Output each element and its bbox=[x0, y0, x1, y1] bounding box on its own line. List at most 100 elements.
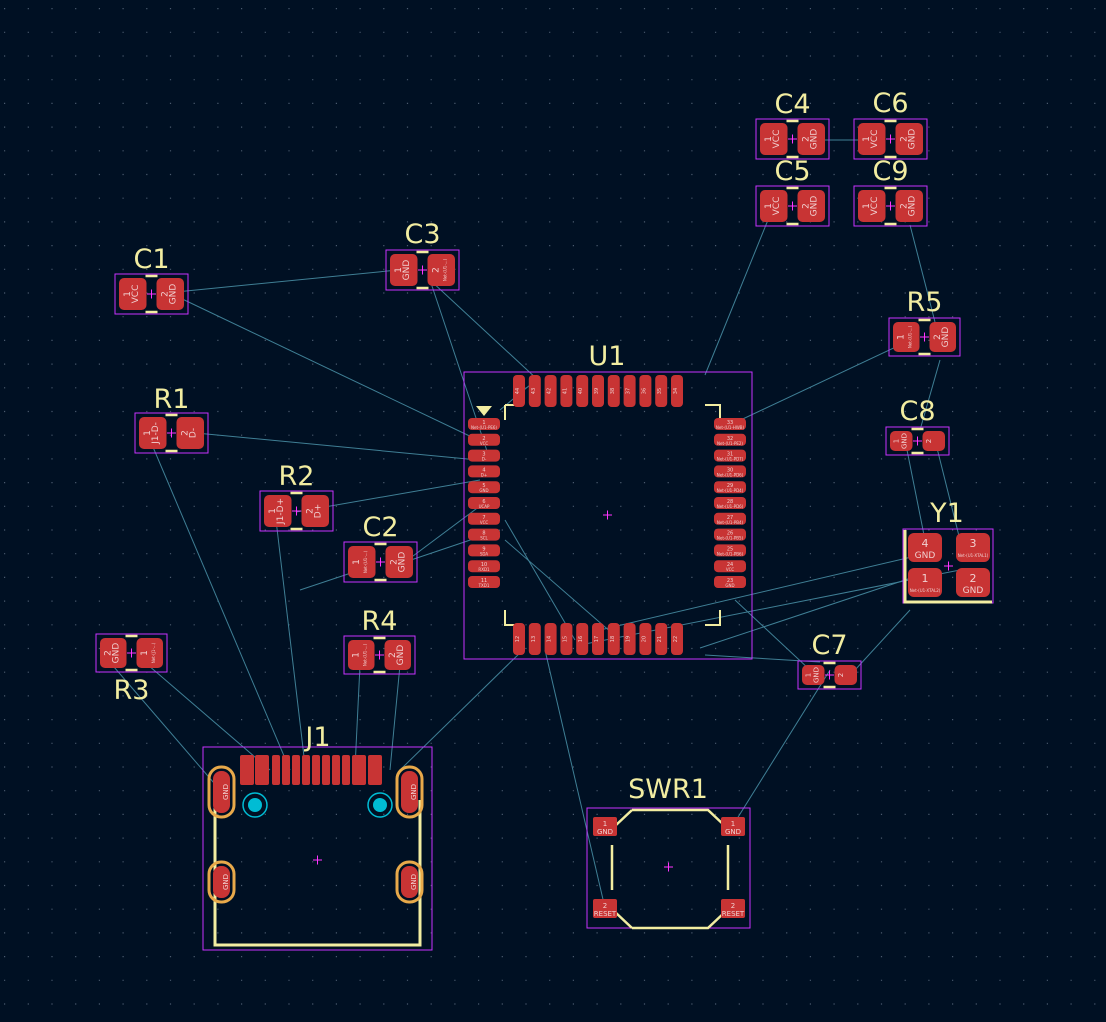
swr1-pad-2[interactable] bbox=[593, 899, 617, 918]
j1-signal-pad[interactable] bbox=[272, 755, 280, 785]
swr1-pad-1[interactable] bbox=[593, 817, 617, 836]
pad-2[interactable] bbox=[301, 495, 330, 527]
j1-shield-pad[interactable] bbox=[395, 765, 424, 819]
u1-pad[interactable] bbox=[544, 375, 557, 407]
u1-pad[interactable] bbox=[639, 375, 652, 407]
u1-pad[interactable] bbox=[544, 623, 557, 655]
u1-pad[interactable] bbox=[468, 512, 500, 525]
u1-pad[interactable] bbox=[714, 544, 746, 557]
pad-1[interactable] bbox=[760, 123, 788, 155]
pad-1[interactable] bbox=[390, 254, 418, 286]
u1-pad[interactable] bbox=[714, 418, 746, 430]
u1-pad[interactable] bbox=[655, 375, 668, 407]
j1-signal-pad[interactable] bbox=[352, 755, 366, 785]
pad-2[interactable] bbox=[156, 278, 185, 310]
u1-pad[interactable] bbox=[714, 433, 746, 446]
pad-2[interactable] bbox=[797, 190, 826, 222]
u1-pad[interactable] bbox=[671, 623, 683, 655]
pad-1[interactable] bbox=[890, 431, 913, 451]
pad-1[interactable] bbox=[348, 546, 376, 578]
pad-2[interactable] bbox=[834, 665, 858, 685]
pad-1[interactable] bbox=[893, 322, 920, 352]
u1-pad[interactable] bbox=[560, 375, 573, 407]
j1-shield-pad[interactable] bbox=[395, 860, 424, 904]
u1-pad[interactable] bbox=[623, 375, 636, 407]
pad-1[interactable] bbox=[760, 190, 788, 222]
j1-signal-pad[interactable] bbox=[255, 755, 269, 785]
r1-footprint[interactable]: 1J1-D-2D-R1 bbox=[134, 384, 209, 454]
j1-signal-pad[interactable] bbox=[240, 755, 254, 785]
j1-footprint[interactable]: J1 GND GND GND GND bbox=[202, 722, 433, 951]
u1-pad[interactable] bbox=[623, 623, 636, 655]
u1-pad[interactable] bbox=[714, 465, 746, 478]
pad-1[interactable] bbox=[858, 123, 886, 155]
y1-pad-3[interactable] bbox=[956, 533, 990, 562]
pad-1[interactable] bbox=[802, 665, 825, 685]
pad-2[interactable] bbox=[922, 431, 946, 451]
pad-2[interactable] bbox=[136, 638, 164, 668]
y1-pad-1[interactable] bbox=[908, 568, 942, 597]
j1-signal-pad[interactable] bbox=[312, 755, 320, 785]
u1-pad[interactable] bbox=[468, 497, 500, 509]
u1-pad[interactable] bbox=[592, 375, 604, 407]
u1-pad[interactable] bbox=[468, 449, 500, 462]
u1-pad[interactable] bbox=[714, 497, 746, 509]
u1-pad[interactable] bbox=[714, 560, 746, 573]
u1-pad[interactable] bbox=[468, 544, 500, 557]
u1-pad[interactable] bbox=[592, 623, 604, 655]
u1-pad[interactable] bbox=[655, 623, 668, 655]
r2-footprint[interactable]: 1J1-D+2D+R2 bbox=[259, 461, 334, 532]
u1-pad[interactable] bbox=[576, 623, 589, 655]
u1-pad[interactable] bbox=[607, 375, 620, 407]
y1-pad-2[interactable] bbox=[956, 568, 990, 597]
u1-pad[interactable] bbox=[468, 528, 500, 541]
u1-pad[interactable] bbox=[468, 481, 500, 494]
u1-pad[interactable] bbox=[714, 449, 746, 462]
j1-signal-pad[interactable] bbox=[302, 755, 310, 785]
j1-signal-pad[interactable] bbox=[282, 755, 290, 785]
u1-pad[interactable] bbox=[468, 560, 500, 573]
pad-2[interactable] bbox=[427, 254, 456, 286]
y1-footprint[interactable]: Y1 4 GND 3 Net-(U1-XTAL1) 1 Net-(U1-XTAL… bbox=[902, 498, 994, 604]
u1-pad[interactable] bbox=[714, 512, 746, 525]
j1-shield-pad[interactable] bbox=[207, 860, 236, 904]
pad-2[interactable] bbox=[176, 417, 205, 449]
pad-1[interactable] bbox=[858, 190, 886, 222]
y1-pad-4[interactable] bbox=[908, 533, 942, 562]
u1-pad[interactable] bbox=[528, 623, 541, 655]
swr1-pad-1[interactable] bbox=[721, 817, 745, 836]
u1-pad[interactable] bbox=[714, 528, 746, 541]
u1-pad[interactable] bbox=[560, 623, 573, 655]
pad-2[interactable] bbox=[384, 640, 412, 670]
pad-2[interactable] bbox=[385, 546, 414, 578]
pad-2[interactable] bbox=[895, 123, 924, 155]
pad-1[interactable] bbox=[119, 278, 147, 310]
swr1-footprint[interactable]: SWR1 1 GND 1 GND 2 RESET 2 RESET bbox=[586, 774, 751, 930]
pad-2[interactable] bbox=[929, 322, 957, 352]
u1-pad[interactable] bbox=[576, 375, 589, 407]
u1-pad[interactable] bbox=[714, 576, 746, 588]
u1-pad[interactable] bbox=[639, 623, 652, 655]
j1-signal-pad[interactable] bbox=[322, 755, 330, 785]
u1-footprint[interactable]: U1 1Net-(U1-PE6)2VCC3D-4D+5GND6UCAP7VCC8… bbox=[463, 341, 753, 660]
pad-2[interactable] bbox=[895, 190, 924, 222]
pad-1[interactable] bbox=[348, 640, 375, 670]
pad-1[interactable] bbox=[264, 495, 292, 527]
u1-pad[interactable] bbox=[513, 623, 525, 655]
u1-pad[interactable] bbox=[468, 433, 500, 446]
u1-pad[interactable] bbox=[513, 375, 525, 407]
j1-signal-pad[interactable] bbox=[332, 755, 340, 785]
pad-1[interactable] bbox=[139, 417, 167, 449]
